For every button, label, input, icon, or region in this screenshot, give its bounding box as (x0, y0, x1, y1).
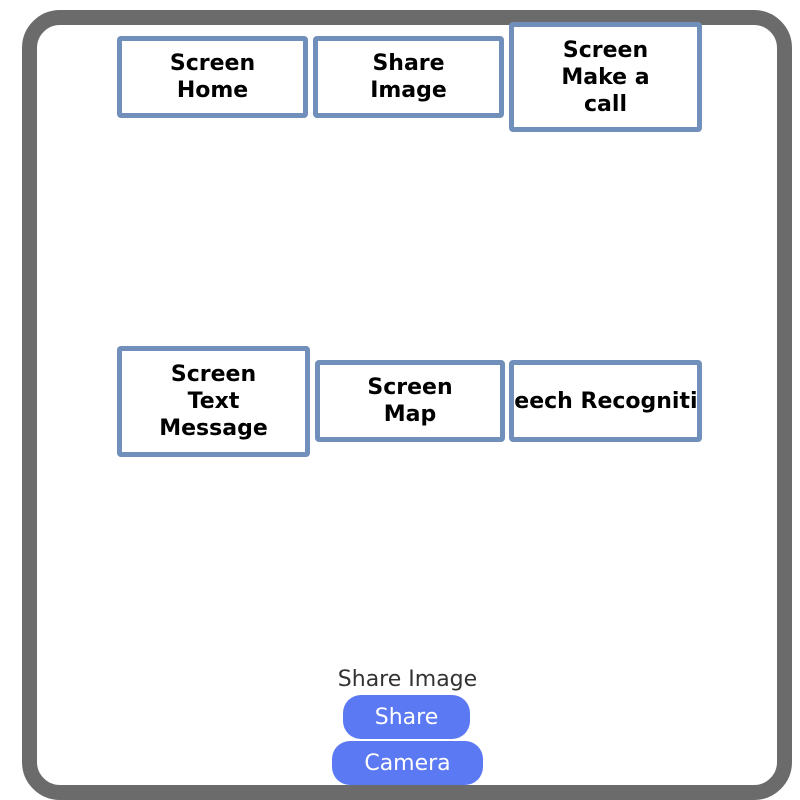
page-title: Share Image (337, 667, 478, 692)
screen-make-call-label: Screen Make a call (561, 37, 650, 117)
share-image-label: Share Image (370, 51, 447, 103)
speech-recognition-label: Speech Recognition (514, 388, 698, 414)
screen-home-label: Screen Home (169, 51, 256, 103)
camera-button[interactable]: Camera (332, 741, 483, 785)
screen-map-button[interactable]: Screen Map (315, 360, 505, 442)
screen-make-call-button[interactable]: Screen Make a call (509, 22, 702, 132)
screen-home-button[interactable]: Screen Home (117, 36, 308, 118)
screen-map-label: Screen Map (367, 375, 453, 427)
screen-text-message-label: Screen Text Message (159, 362, 268, 441)
share-image-button[interactable]: Share Image (313, 36, 504, 118)
share-button[interactable]: Share (343, 695, 470, 739)
speech-recognition-button[interactable]: Speech Recognition (509, 360, 702, 442)
screen-text-message-button[interactable]: Screen Text Message (117, 346, 310, 457)
